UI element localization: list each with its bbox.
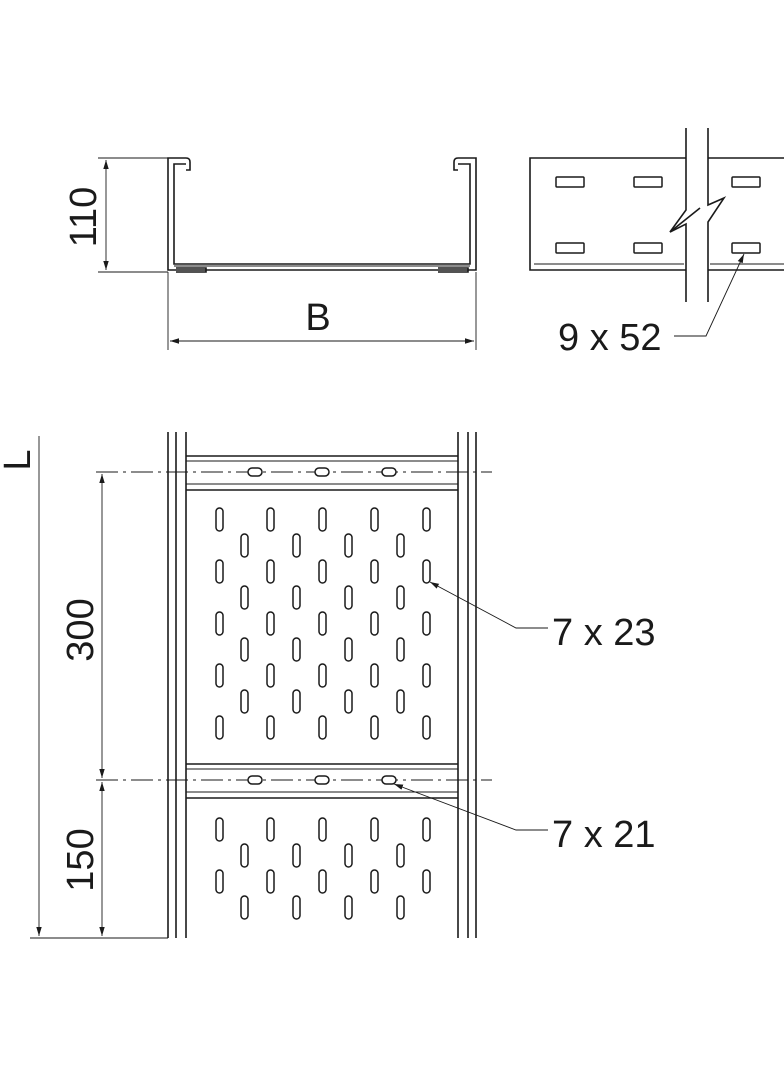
perforation-slot [370,663,379,688]
width-dimension: B [167,272,477,350]
perforation-slot [266,663,275,688]
perforation-slot [396,843,405,868]
perforation-slot [266,611,275,636]
perforation-slot [240,689,249,714]
perforation-slot [422,817,431,842]
perforation-field-lower [215,817,431,920]
perforation-slot [344,637,353,662]
bolt-slot [314,775,330,785]
bolt-slot [247,467,263,477]
perforation-slot [215,817,224,842]
perforation-slot [370,611,379,636]
perforation-slot [292,637,301,662]
perforation-slot [370,869,379,894]
tray-side-walls [167,432,477,938]
width-dimension-label: B [305,297,330,339]
perforation-slot [266,817,275,842]
pitch-300-label: 300 [60,598,102,661]
perforation-slot [240,843,249,868]
perforation-slot [292,533,301,558]
perforation-slot [292,843,301,868]
perforation-slot [396,689,405,714]
perforation-slot [318,507,327,532]
perforation-slot [266,715,275,740]
perforation-slot [266,869,275,894]
perforation-slot [396,585,405,610]
bolt-slot-callout: 7 x 21 [393,783,656,856]
perforation-slot [240,895,249,920]
plan-view: L 300 150 7 x 23 7 x 21 [0,432,656,939]
perforation-slot [422,869,431,894]
bolt-slot [247,775,263,785]
perforation-slot [318,559,327,584]
perforation-slot [422,663,431,688]
tray-profile [167,157,477,273]
bolt-slot [381,467,397,477]
connector-slot [555,242,585,254]
connector-slots [555,176,761,254]
perforation-slot [318,715,327,740]
perforation-slot [396,895,405,920]
perforation-slot [396,533,405,558]
perforation-slot [318,869,327,894]
connector-slot [731,176,761,188]
perforation-slot [344,689,353,714]
perforation-slot [318,817,327,842]
perforation-slot-callout: 7 x 23 [429,581,656,654]
connector-slot-callout: 9 x 52 [558,253,745,359]
perforation-slot [422,507,431,532]
perforation-slot [370,559,379,584]
perforation-slot [318,663,327,688]
perforation-slot [318,611,327,636]
perforation-slot [292,895,301,920]
perforation-slot [370,715,379,740]
pitch-150-label: 150 [60,828,102,891]
perforation-slot [215,559,224,584]
perforation-slot [396,637,405,662]
side-wall-view: 9 x 52 [529,128,784,359]
perforation-slot [240,637,249,662]
perforation-slot [215,869,224,894]
cross-section-view: 110 B [63,157,477,350]
bolt-slot [314,467,330,477]
perforation-slot [370,817,379,842]
perforation-slot [344,533,353,558]
perforation-slot [422,611,431,636]
bolt-slot [381,775,397,785]
perforation-slot [344,895,353,920]
perforation-slot [240,585,249,610]
perforation-slot [215,663,224,688]
connector-slot [633,176,663,188]
perforation-slot [240,533,249,558]
pitch-300-dimension: 300 [60,474,105,778]
perforation-slot [422,559,431,584]
height-dimension: 110 [63,157,168,273]
perforation-slot-label: 7 x 23 [552,612,656,654]
perforation-slot [292,689,301,714]
pitch-150-dimension: 150 [60,782,105,936]
connector-slot-label: 9 x 52 [558,317,662,359]
bolt-slot-label: 7 x 21 [552,814,656,856]
reinforcement-rib-lower [96,763,492,799]
perforation-slot [215,507,224,532]
reinforcement-rib-upper [96,455,492,491]
perforation-slot [422,715,431,740]
perforation-slot [266,507,275,532]
connector-slot [731,242,761,254]
perforation-slot [292,585,301,610]
side-wall-panel [529,128,784,302]
connector-slot [633,242,663,254]
perforation-slot [344,585,353,610]
height-dimension-label: 110 [63,187,105,248]
perforation-slot [215,715,224,740]
connector-slot [555,176,585,188]
length-dimension: L [0,436,168,939]
perforation-slot [215,611,224,636]
length-dimension-label: L [0,449,39,470]
perforation-slot [344,843,353,868]
perforation-slot [370,507,379,532]
perforation-field-upper [215,507,431,740]
perforation-slot [266,559,275,584]
